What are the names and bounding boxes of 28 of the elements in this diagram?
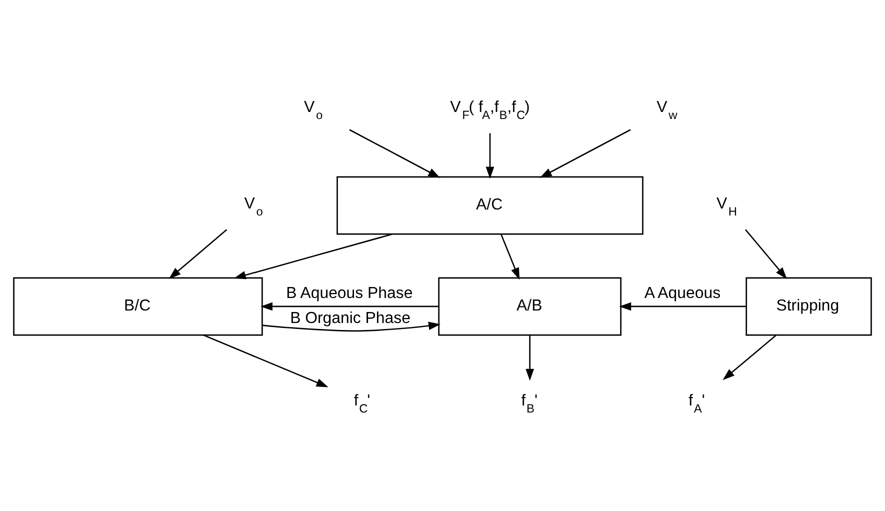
arrow	[526, 334, 534, 380]
node-text: f$_{A}$'	[688, 392, 705, 416]
node-text: V$_{H}$	[716, 194, 738, 218]
arrow	[500, 233, 520, 280]
arrow	[540, 128, 631, 178]
edge-label: B Organic Phase	[290, 310, 410, 327]
arrow	[722, 334, 776, 380]
edge-label: A Aqueous	[644, 284, 721, 302]
arrow	[203, 334, 328, 387]
node-box: B/C	[13, 276, 263, 336]
node-text: f$_{C}$'	[354, 392, 370, 416]
node-box: A/C	[336, 176, 644, 234]
arrow	[260, 302, 439, 310]
node-text: V$_{o}$	[244, 194, 263, 218]
arrow	[349, 128, 440, 178]
node-text: f$_{B}$'	[521, 392, 538, 416]
node-text: V$_{o}$	[304, 98, 323, 122]
arrow	[619, 302, 746, 310]
arrow	[168, 228, 228, 278]
edge-label: B Aqueous Phase	[286, 284, 413, 302]
node-box: Stripping	[746, 276, 872, 336]
node-text: V$_{F}$( f$_{A}$,f$_{B}$,f$_{C}$)	[450, 98, 530, 122]
arrow	[262, 321, 441, 332]
arrow	[745, 228, 787, 279]
node-text: V$_{w}$	[656, 98, 678, 122]
arrow	[486, 132, 494, 178]
node-box: A/B	[438, 276, 622, 336]
arrow	[234, 232, 393, 279]
